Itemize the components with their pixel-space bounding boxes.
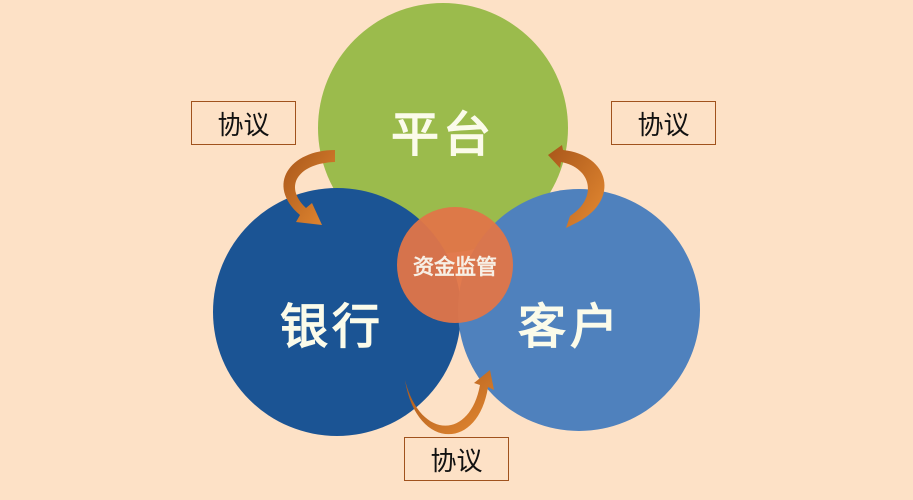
- platform-circle: [318, 3, 568, 253]
- curved-arrow-icon: [405, 370, 494, 435]
- customer-circle: [458, 189, 700, 431]
- agreement-box-top-left: 协议: [191, 101, 296, 145]
- curved-arrow-icon: [548, 145, 605, 228]
- agreement-box-top-right: 协议: [611, 101, 716, 145]
- bank-label: 银行: [279, 299, 385, 355]
- fund-supervision-label: 资金监管: [413, 255, 497, 279]
- agreement-box-bottom: 协议: [404, 437, 509, 481]
- center-circle: [397, 207, 513, 323]
- platform-label: 平台: [390, 107, 496, 163]
- customer-label: 客户: [517, 299, 623, 355]
- curved-arrow-icon: [283, 150, 335, 225]
